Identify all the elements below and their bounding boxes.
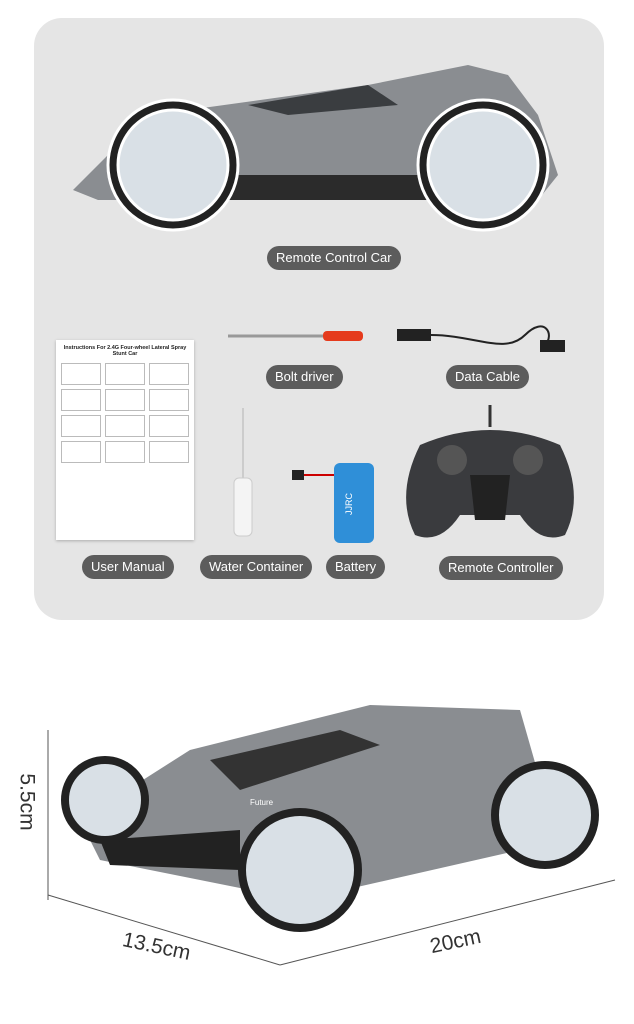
dimension-height: 5.5cm <box>15 773 39 831</box>
label-data-cable: Data Cable <box>446 365 530 389</box>
car-side-image <box>73 65 558 232</box>
label-water-container: Water Container <box>200 555 313 579</box>
battery-brand: JJRC <box>344 493 354 515</box>
car-text: Future <box>250 798 274 807</box>
battery-image: JJRC <box>292 463 374 543</box>
label-bolt-driver: Bolt driver <box>266 365 343 389</box>
label-user-manual: User Manual <box>82 555 174 579</box>
remote-controller-image <box>406 405 574 538</box>
user-manual-image: Instructions For 2.4G Four-wheel Lateral… <box>56 340 194 540</box>
car-dimension-image: Future <box>47 705 616 966</box>
water-container-image <box>233 408 253 537</box>
manual-title: Instructions For 2.4G Four-wheel Lateral… <box>63 345 187 357</box>
data-cable-image <box>397 325 565 352</box>
bolt-driver-image <box>228 331 363 341</box>
label-remote-controller: Remote Controller <box>439 556 563 580</box>
wheel <box>106 98 550 232</box>
label-battery: Battery <box>326 555 386 579</box>
label-car: Remote Control Car <box>267 246 401 270</box>
